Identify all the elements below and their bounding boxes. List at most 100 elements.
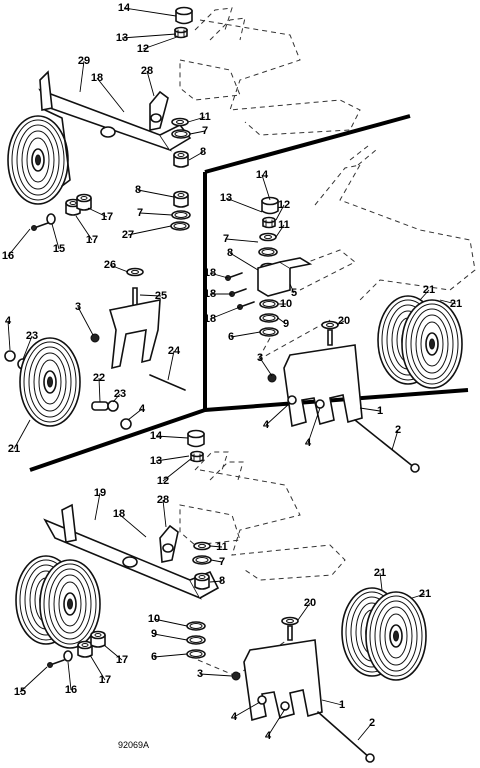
callout-label-19: 19 xyxy=(94,487,106,499)
caster-yoke-top-left xyxy=(38,70,192,152)
callout-label-10: 10 xyxy=(148,613,160,625)
callout-leader xyxy=(139,294,162,297)
callout-leader xyxy=(19,666,48,693)
callout-leader xyxy=(275,224,285,238)
frame-outline-right xyxy=(259,145,476,301)
callout-label-15: 15 xyxy=(14,686,26,698)
washer-11-top-left xyxy=(171,117,189,127)
callout-leader xyxy=(265,402,291,426)
callout-leader xyxy=(439,299,457,305)
tire-fork-top-left xyxy=(44,109,71,187)
nut-12-bottom xyxy=(190,450,204,463)
ring-6-right xyxy=(259,327,279,337)
ring-10-right xyxy=(259,299,279,309)
ring-7b-top-left xyxy=(171,210,191,220)
callout-label-8: 8 xyxy=(219,575,225,587)
callout-leader xyxy=(153,618,188,627)
spacer-4a-top-left xyxy=(4,350,16,362)
callout-label-7: 7 xyxy=(202,125,208,137)
callout-leader xyxy=(98,377,101,403)
callout-label-15: 15 xyxy=(53,243,65,255)
callout-label-13: 13 xyxy=(116,32,128,44)
ring-9-right xyxy=(259,313,279,323)
tire-top-left xyxy=(7,115,69,205)
bushing-17b-top-left xyxy=(76,193,92,211)
fork-1-right xyxy=(283,329,363,428)
callout-leader xyxy=(321,699,343,706)
callout-label-18: 18 xyxy=(204,288,216,300)
bolt-15-top-left xyxy=(30,222,49,232)
callout-label-18: 18 xyxy=(113,508,125,520)
callout-leader xyxy=(209,580,223,583)
callout-label-21: 21 xyxy=(450,298,462,310)
callout-leader xyxy=(103,644,123,661)
callout-leader xyxy=(379,572,383,591)
seal-27-top-left xyxy=(170,221,190,231)
axle-bolt-24-top-left xyxy=(149,374,186,391)
callout-label-11: 11 xyxy=(278,219,290,231)
callout-leader xyxy=(153,633,188,641)
callout-label-8: 8 xyxy=(200,146,206,158)
callout-label-23: 23 xyxy=(26,330,38,342)
callout-leader xyxy=(336,320,345,326)
frame-outline-top-left xyxy=(179,7,361,136)
tire-21b-right xyxy=(401,299,463,389)
callout-leader xyxy=(22,335,33,360)
callout-leader xyxy=(7,320,11,351)
callout-label-21: 21 xyxy=(423,284,435,296)
callout-leader xyxy=(67,661,72,691)
callout-leader xyxy=(189,130,206,135)
nut-12-right xyxy=(262,216,276,229)
section-divider-lower xyxy=(204,388,469,412)
callout-leader xyxy=(127,225,172,236)
callout-label-8: 8 xyxy=(227,247,233,259)
callout-leader xyxy=(162,457,193,482)
callout-leader xyxy=(96,77,125,113)
callout-leader xyxy=(275,204,285,221)
callout-label-3: 3 xyxy=(257,352,263,364)
callout-leader xyxy=(307,407,321,444)
callout-leader xyxy=(127,408,143,421)
caster-yoke-bottom xyxy=(43,503,220,600)
callout-label-17: 17 xyxy=(101,211,113,223)
callout-label-25: 25 xyxy=(155,290,167,302)
callout-leader xyxy=(289,283,295,294)
bearing-8-top-left xyxy=(173,150,189,168)
callout-leader xyxy=(230,331,261,338)
tire-21b-bottom xyxy=(365,591,427,681)
spacer-4b-right xyxy=(315,399,325,409)
callout-leader xyxy=(225,238,259,243)
bolt-15-bottom xyxy=(46,659,65,669)
callout-label-3: 3 xyxy=(197,668,203,680)
ring-6-bottom xyxy=(186,649,206,659)
bolt-18c-right xyxy=(236,301,255,311)
callout-leader xyxy=(229,252,259,271)
spacer-4b-top-left xyxy=(120,418,132,430)
callout-label-18: 18 xyxy=(204,313,216,325)
callout-leader xyxy=(118,513,147,538)
ring-9-bottom xyxy=(186,635,206,645)
callout-label-11: 11 xyxy=(199,111,211,123)
callout-leader xyxy=(233,701,261,718)
callout-leader xyxy=(267,708,286,737)
callout-leader xyxy=(79,60,85,93)
callout-leader xyxy=(187,116,206,123)
callout-leader xyxy=(121,33,177,39)
callout-label-5: 5 xyxy=(291,287,297,299)
nut-12-top-left xyxy=(174,26,188,39)
ring-7-right xyxy=(258,247,278,257)
callout-label-27: 27 xyxy=(122,229,134,241)
callout-label-11: 11 xyxy=(216,541,228,553)
bolt-18b-right xyxy=(228,288,247,298)
callout-leader xyxy=(359,407,381,412)
washer-11-bottom xyxy=(193,541,211,551)
washer-20-right xyxy=(321,320,339,330)
washer-26-top-left xyxy=(126,267,144,277)
callout-leader xyxy=(146,70,155,97)
callout-label-4: 4 xyxy=(231,711,238,723)
callout-leader xyxy=(51,223,60,250)
callout-label-1: 1 xyxy=(377,405,383,417)
washer-11-right xyxy=(259,232,277,242)
